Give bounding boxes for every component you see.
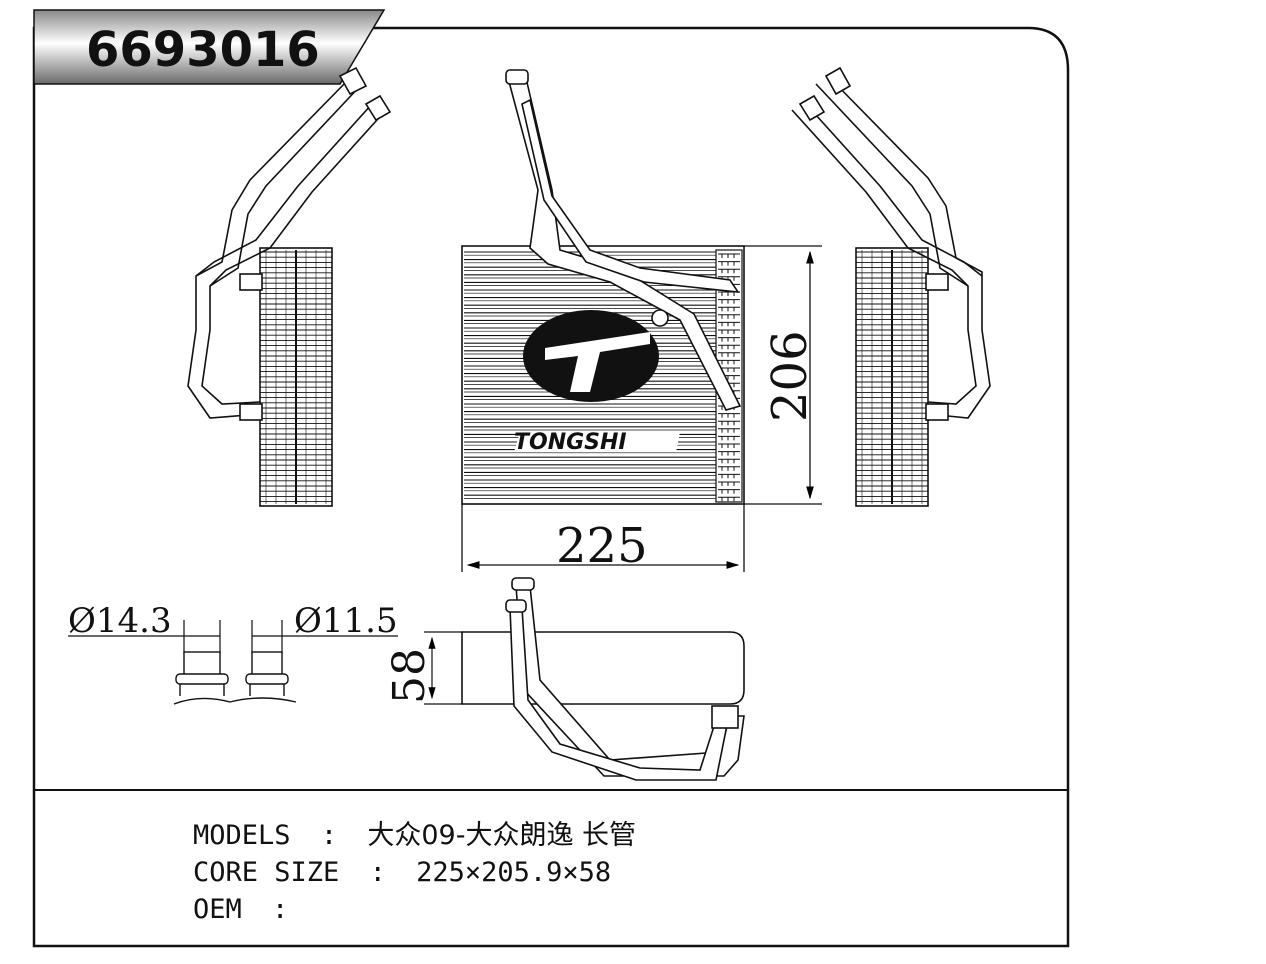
svg-text:MODELS : 大众09-大众朗逸: MODELS : 大众09-大众朗逸 长管 bbox=[193, 820, 636, 851]
part-number-tab: 6693016 bbox=[33, 9, 386, 85]
pipe-diameter-detail: Ø14.3 Ø11.5 bbox=[68, 601, 398, 705]
drawing-frame bbox=[32, 26, 1070, 948]
width-label: 225 bbox=[556, 518, 648, 574]
right-side-view bbox=[791, 66, 991, 507]
svg-text:OEM :: OEM : bbox=[193, 894, 288, 925]
info-block: MODELS : 大众09-大众朗逸 长管 CORE SIZE : 225×20… bbox=[193, 820, 636, 925]
models-label: MODELS bbox=[193, 820, 291, 851]
core-size-value: 225×205.9×58 bbox=[416, 857, 611, 888]
oem-label: OEM bbox=[193, 894, 242, 925]
dimension-height: 206 bbox=[744, 245, 822, 505]
svg-text:CORE SIZE : 225×20: CORE SIZE : 225×205.9×58 bbox=[193, 857, 611, 888]
height-label: 206 bbox=[762, 330, 818, 422]
brand-logo: TONGSHI bbox=[514, 310, 680, 455]
dimension-width: 225 bbox=[461, 504, 745, 574]
brand-logo-text: TONGSHI bbox=[514, 430, 627, 455]
front-view: TONGSHI bbox=[461, 69, 745, 505]
depth-label: 58 bbox=[384, 648, 435, 704]
pipe-large-diameter: Ø14.3 bbox=[68, 601, 172, 641]
models-value: 大众09-大众朗逸 长管 bbox=[367, 820, 636, 851]
pipe-small-diameter: Ø11.5 bbox=[294, 601, 398, 641]
left-side-view bbox=[187, 66, 392, 507]
top-view: 58 bbox=[384, 577, 745, 781]
core-size-label: CORE SIZE bbox=[193, 857, 339, 888]
part-number: 6693016 bbox=[86, 22, 320, 78]
